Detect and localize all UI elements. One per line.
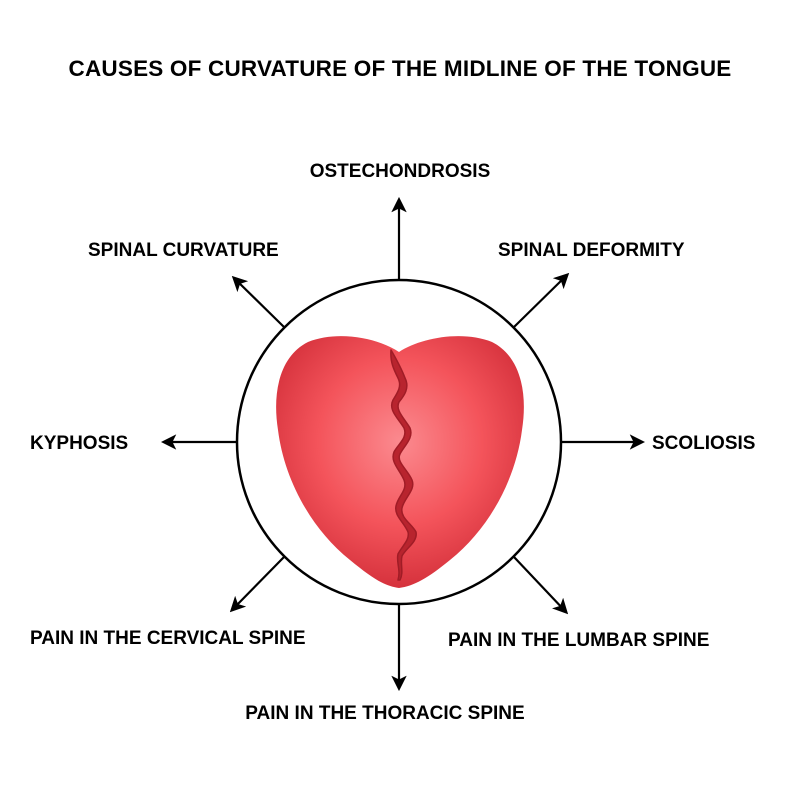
label-kyphosis: KYPHOSIS [30,433,129,454]
tongue-illustration [276,336,524,588]
label-ostechondrosis: OSTECHONDROSIS [309,161,491,182]
label-scoliosis: SCOLIOSIS [652,433,756,454]
label-pain-lumbar-spine: PAIN IN THE LUMBAR SPINE [448,630,710,651]
arrow-bottom-right [513,556,569,615]
label-spinal-curvature: SPINAL CURVATURE [88,240,279,261]
arrow-top-left [231,275,285,328]
diagram-title: CAUSES OF CURVATURE OF THE MIDLINE OF TH… [68,56,732,81]
arrow-top-right [513,272,570,328]
label-pain-thoracic-spine: PAIN IN THE THORACIC SPINE [245,703,525,724]
arrow-bottom-left [229,556,285,613]
label-spinal-deformity: SPINAL DEFORMITY [498,240,685,261]
label-pain-cervical-spine: PAIN IN THE CERVICAL SPINE [30,628,306,649]
midline-crack [390,349,417,581]
